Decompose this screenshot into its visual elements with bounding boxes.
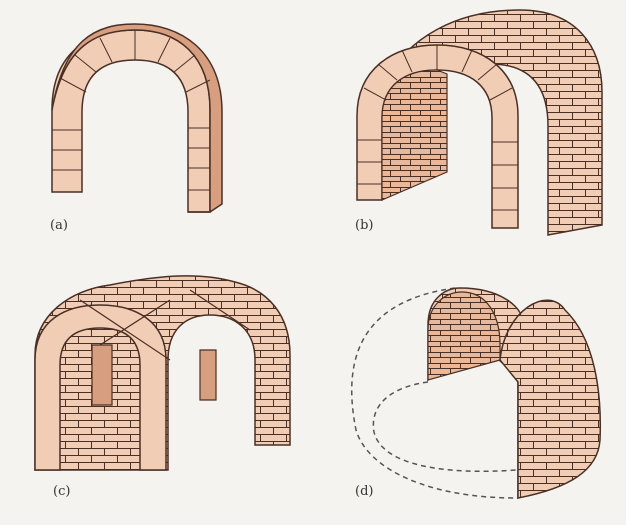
caption-b: (b) <box>355 218 373 233</box>
barrel-vault-illustration <box>357 10 602 235</box>
caption-c: (c) <box>53 484 70 499</box>
arch-illustration <box>52 24 222 212</box>
caption-a: (a) <box>50 218 68 233</box>
groin-vault-illustration <box>35 276 290 470</box>
caption-d: (d) <box>355 484 373 499</box>
dome-illustration <box>352 288 601 498</box>
